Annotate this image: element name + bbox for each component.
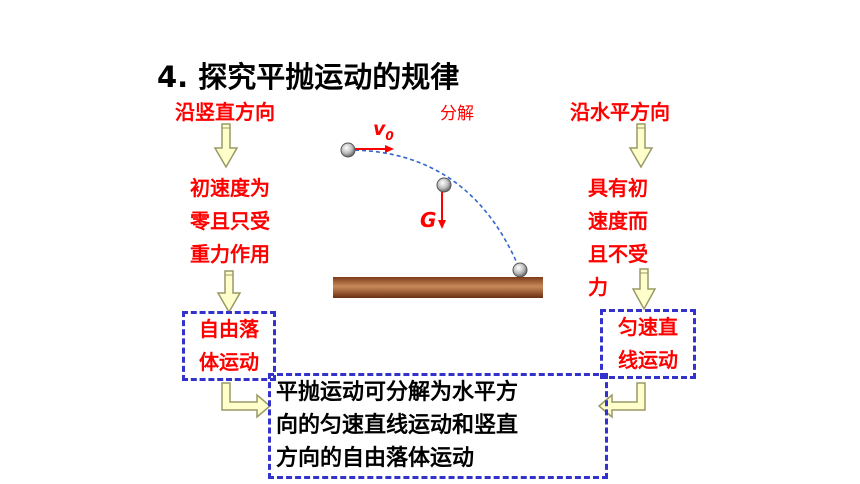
right-arrow-top [628,123,654,169]
conclusion-box [268,373,608,479]
decompose-label: 分解 [440,104,474,124]
gravity-arrow [438,190,446,229]
left-condition-line: 零且只受 [190,209,270,233]
ball-landing [512,262,528,278]
velocity-symbol: v [373,118,386,140]
right-condition-line: 具有初 [588,176,648,200]
right-result-line: 线运动 [618,348,678,372]
right-condition-line: 且不受 [588,242,648,266]
left-bent-arrow [221,382,272,419]
diagram-title: 4. 探究平抛运动的规律 [157,60,460,94]
gravity-label: G [420,208,437,232]
conclusion-line: 平抛运动可分解为水平方 [276,380,519,405]
left-arrow-top [213,123,239,169]
ball-start [340,142,356,158]
trajectory-curve [347,149,521,271]
right-header: 沿水平方向 [570,100,670,124]
velocity-arrow [355,145,394,153]
left-arrow-middle [216,270,242,314]
left-condition-line: 重力作用 [190,242,270,266]
right-condition-line: 力 [588,275,608,299]
velocity-label: v0 [373,118,394,143]
right-result-line: 匀速直 [618,315,678,339]
left-header: 沿竖直方向 [175,100,275,124]
left-condition: 初速度为 零且只受 重力作用 [180,172,280,271]
left-result-box [182,311,276,381]
ball-middle [436,177,452,193]
conclusion-line: 向的匀速直线运动和竖直 [276,413,519,438]
right-condition: 具有初 速度而 且不受 力 [588,172,648,304]
conclusion: 平抛运动可分解为水平方 向的匀速直线运动和竖直 方向的自由落体运动 [276,376,518,475]
right-condition-line: 速度而 [588,209,648,233]
right-arrow-middle [631,268,657,311]
left-result-line: 自由落 [199,317,259,341]
velocity-subscript: 0 [385,128,394,143]
left-condition-line: 初速度为 [190,176,270,200]
left-result: 自由落 体运动 [182,313,276,379]
ground-surface [333,277,543,298]
right-result-box [600,309,696,379]
right-result: 匀速直 线运动 [600,311,696,377]
left-result-line: 体运动 [199,350,259,374]
conclusion-line: 方向的自由落体运动 [276,446,475,471]
